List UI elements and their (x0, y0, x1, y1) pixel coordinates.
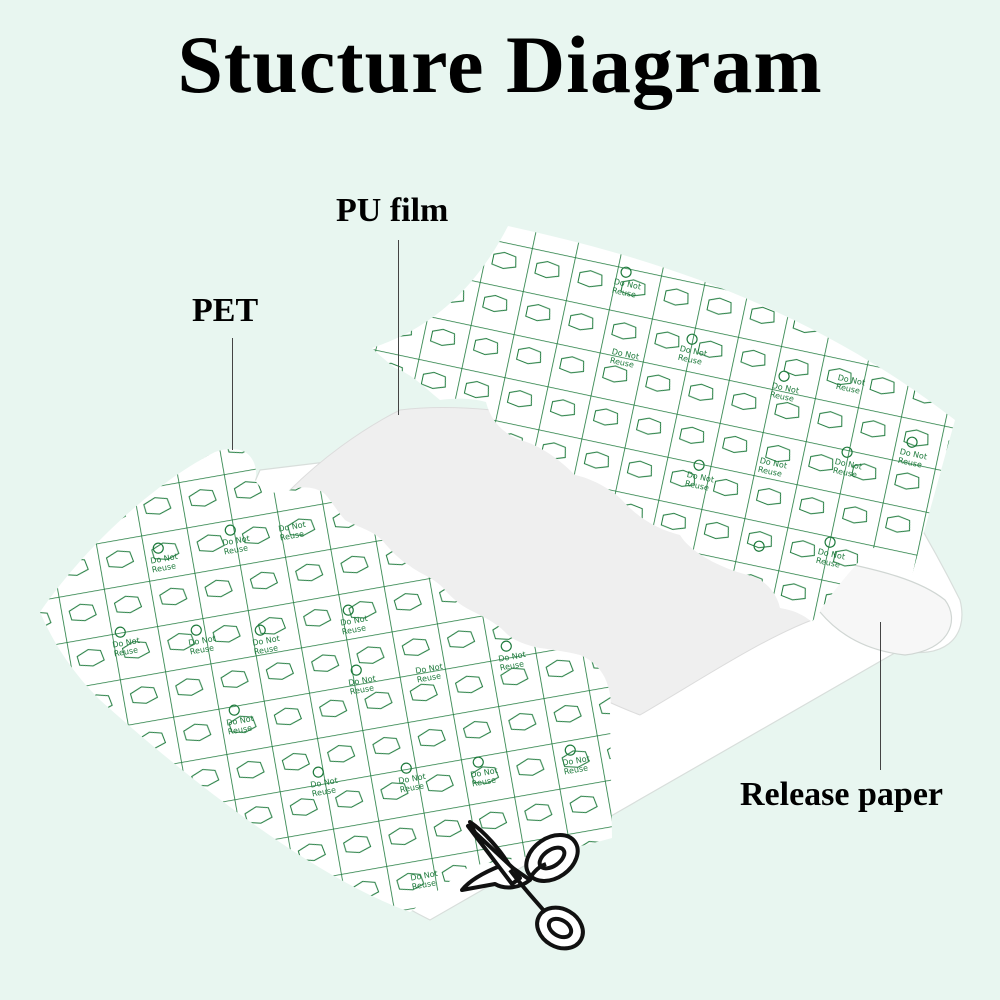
do-not-reuse-icon (841, 446, 853, 458)
do-not-reuse-marks-lower: Do Not Reuse Do Not Reuse Do Not Reuse D… (112, 520, 591, 892)
scissors-icon (460, 820, 585, 951)
do-not-reuse-icon (254, 624, 266, 636)
page-title: Stucture Diagram (177, 19, 823, 110)
label-pet: PET (192, 292, 259, 329)
do-not-reuse-icon (693, 459, 705, 471)
do-not-reuse-icon (114, 626, 126, 638)
release-paper-curl (819, 559, 953, 656)
do-not-reuse-icon (686, 333, 698, 345)
warning-text: Reuse (341, 623, 367, 636)
label-release-paper: Release paper (740, 776, 944, 813)
warning-text: Reuse (411, 878, 437, 891)
do-not-reuse-icon (312, 766, 324, 778)
warning-text: Reuse (151, 561, 177, 574)
do-not-reuse-icon (824, 536, 836, 548)
do-not-reuse-icon (400, 762, 412, 774)
do-not-reuse-icon (190, 624, 202, 636)
release-paper-leader-line (880, 622, 881, 770)
do-not-reuse-icon (778, 370, 790, 382)
warning-text: Reuse (311, 785, 337, 798)
warning-text: Reuse (399, 781, 425, 794)
warning-text: Reuse (471, 775, 497, 788)
warning-text: Reuse (253, 643, 279, 656)
do-not-reuse-icon (228, 704, 240, 716)
do-not-reuse-icon (472, 756, 484, 768)
warning-text: Reuse (113, 645, 139, 658)
pu-film-leader-line (398, 240, 399, 415)
warning-text: Reuse (416, 671, 442, 684)
warning-text: Reuse (223, 543, 249, 556)
warning-text: Reuse (499, 659, 525, 672)
do-not-reuse-icon (350, 664, 362, 676)
warning-text: Reuse (349, 683, 375, 696)
pet-leader-line (232, 338, 233, 450)
do-not-reuse-icon (620, 266, 632, 278)
do-not-reuse-icon (152, 542, 164, 554)
do-not-reuse-icon (342, 604, 354, 616)
do-not-reuse-icon (500, 640, 512, 652)
label-pu-film: PU film (336, 192, 449, 229)
warning-text: Reuse (227, 723, 253, 736)
do-not-reuse-icon (753, 540, 765, 552)
do-not-reuse-icon (224, 524, 236, 536)
do-not-reuse-icon (906, 436, 918, 448)
warning-text: Reuse (563, 763, 589, 776)
warning-text: Reuse (279, 529, 305, 542)
do-not-reuse-icon (564, 744, 576, 756)
warning-text: Reuse (189, 643, 215, 656)
